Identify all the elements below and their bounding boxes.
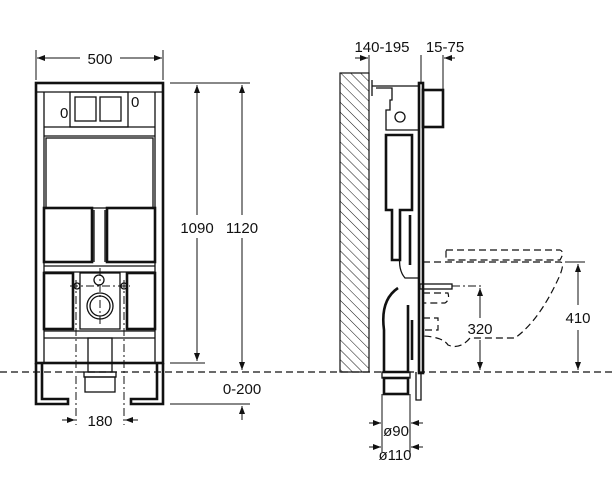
- frame-height-label: 1090: [180, 220, 213, 237]
- toilet-bowl-outline: [422, 261, 564, 348]
- flush-button-left: [74, 96, 97, 122]
- frame-outline: [34, 81, 165, 365]
- fixing-distance-label: 180: [87, 413, 112, 430]
- front-view: 0 0: [34, 81, 165, 425]
- panel-mark-right: 0: [131, 94, 139, 111]
- drain-pipe: [87, 337, 113, 373]
- side-dimensions: 140-195 15-75 410 320 ø90 ø110: [354, 39, 590, 464]
- foot-right: [129, 363, 165, 406]
- width-label: 500: [87, 51, 112, 68]
- side-view: [339, 72, 564, 401]
- outlet-spigot: [419, 283, 453, 290]
- cistern: [45, 137, 154, 209]
- panel-offset-label: 15-75: [426, 39, 464, 56]
- wall-hatch: [339, 72, 370, 373]
- depth-label: 140-195: [354, 39, 409, 56]
- flush-button-right: [99, 96, 122, 122]
- bowl-height-label: 410: [565, 310, 590, 327]
- front-dimensions: 500 1090 1120 0-200 180: [35, 50, 261, 430]
- block-left: [42, 206, 94, 264]
- cistern-side: [384, 133, 414, 262]
- foot-left: [34, 363, 70, 406]
- total-height-label: 1120: [226, 220, 258, 237]
- flush-panel-side: [421, 88, 445, 129]
- feet-adjust-label: 0-200: [223, 381, 261, 398]
- outlet-height-label: 320: [467, 321, 492, 338]
- block-right: [105, 206, 157, 264]
- pipe-inner-label: ø90: [383, 423, 409, 440]
- pipe-outer-label: ø110: [378, 447, 411, 464]
- panel-mark-left: 0: [60, 105, 68, 122]
